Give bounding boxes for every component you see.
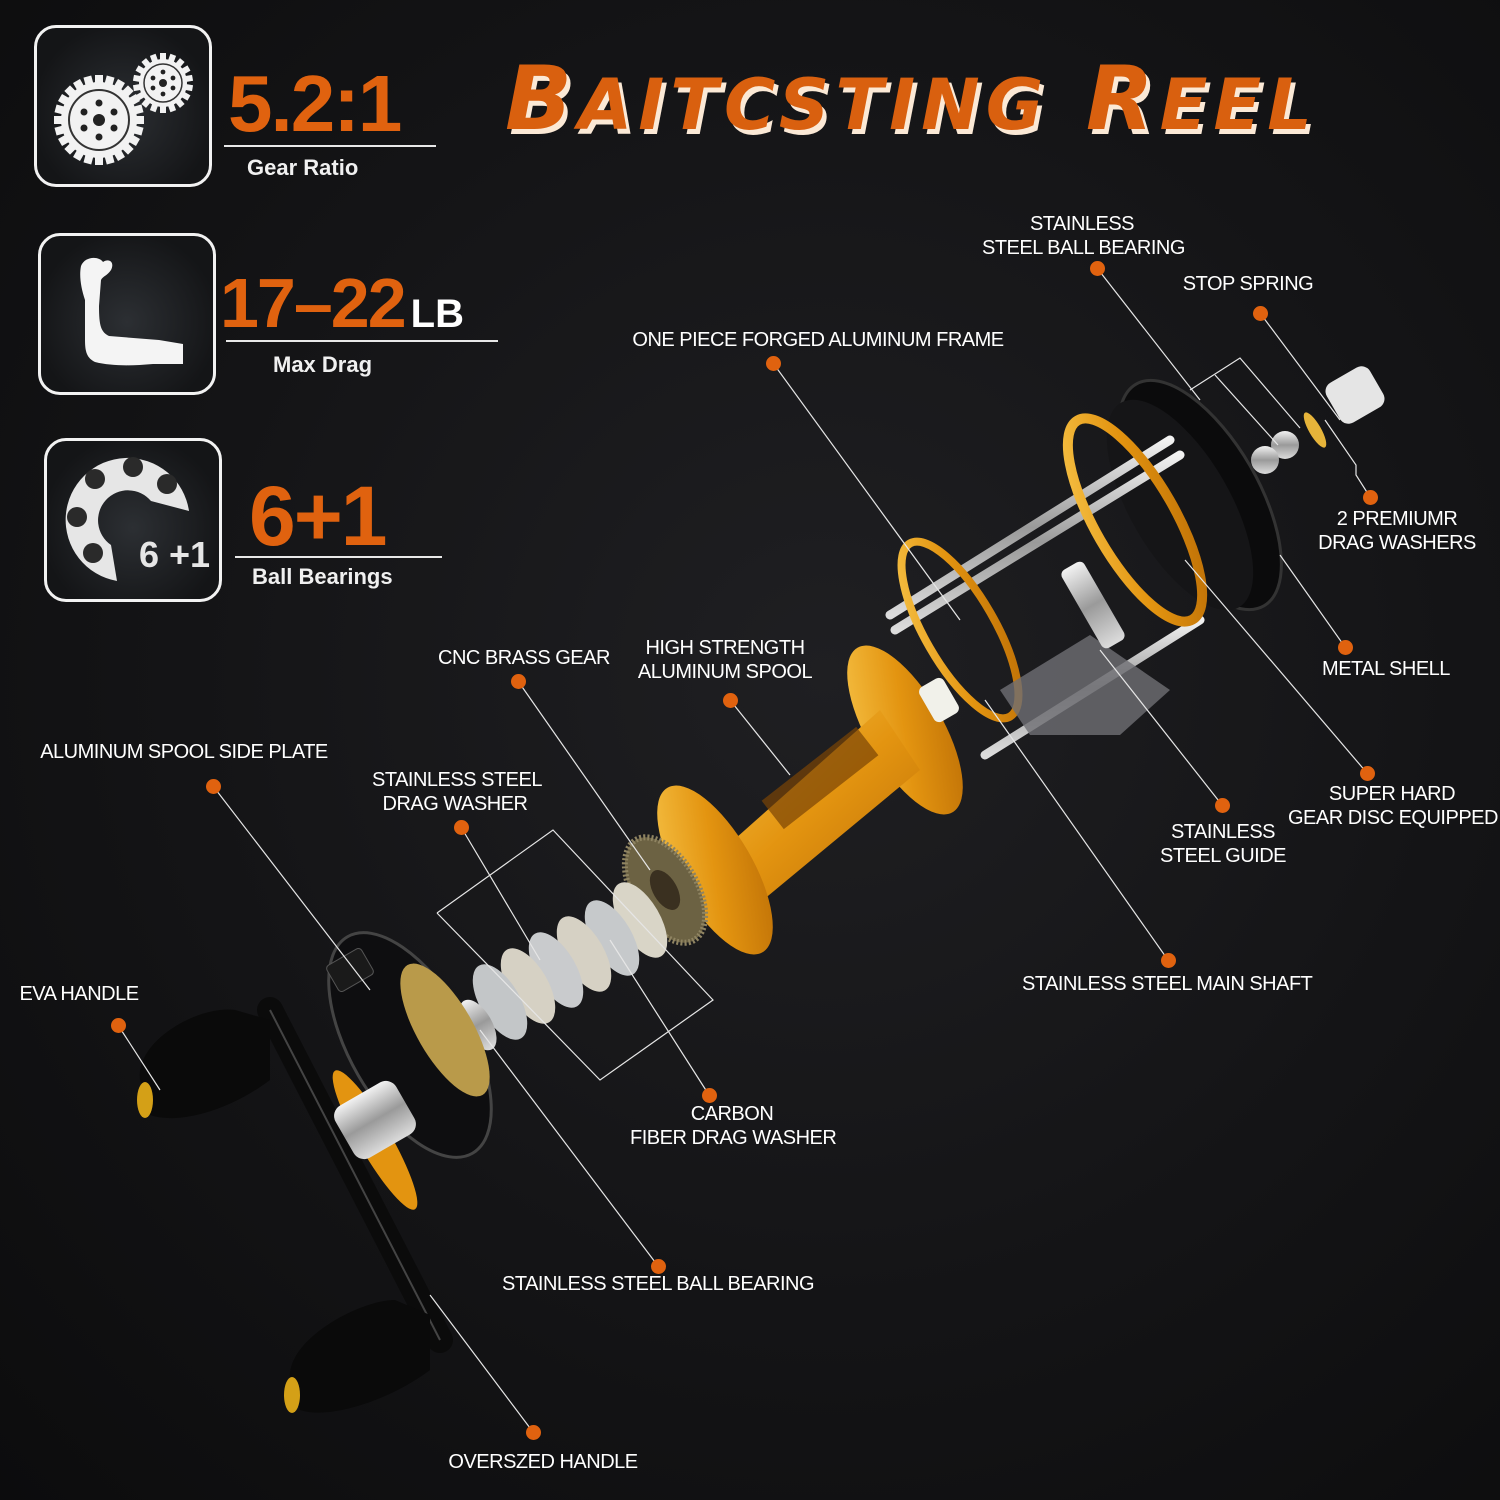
frame-ring-left: [897, 537, 1023, 723]
aluminum-spool-part: [657, 645, 963, 955]
callout-dot: [454, 820, 469, 835]
divider: [224, 145, 436, 147]
callout-dot: [1363, 490, 1378, 505]
steel-guide-part: [1000, 635, 1170, 735]
callout-dot: [206, 779, 221, 794]
callout-dot: [651, 1259, 666, 1274]
callout-stainless-steel-main-shaft: STAINLESS STEEL MAIN SHAFT: [1022, 973, 1313, 995]
callout-eva-handle: EVA HANDLE: [19, 983, 139, 1005]
page-title: BAITCSTING REEL: [505, 55, 1318, 143]
callout-dot: [1338, 640, 1353, 655]
callout-oversized-handle: OVERSZED HANDLE: [448, 1451, 638, 1473]
callout-dot: [1360, 766, 1375, 781]
divider: [226, 340, 498, 342]
title-initial-r: R: [1085, 47, 1160, 150]
callout-dot: [1253, 306, 1268, 321]
title-word-reel: EEL: [1159, 64, 1318, 146]
callout-dot: [511, 674, 526, 689]
callout-dot: [723, 693, 738, 708]
max-drag-unit: LB: [410, 292, 464, 336]
callout-aluminum-spool-side-plate: ALUMINUM SPOOL SIDE PLATE: [40, 741, 328, 763]
gear-ratio-card: [34, 25, 212, 187]
ball-bearing-icon-text: 6 +1: [139, 534, 210, 575]
handle-part: [137, 997, 453, 1413]
callout-one-piece-forged-aluminum-frame: ONE PIECE FORGED ALUMINUM FRAME: [632, 329, 1004, 351]
max-drag-number: 17–22: [220, 264, 407, 342]
gear-ratio-value: 5.2:1: [228, 59, 402, 148]
drag-nut-part: [1251, 366, 1385, 474]
ball-bearings-card: 6 +1: [44, 438, 222, 602]
callout-dot: [1090, 261, 1105, 276]
flexed-arm-icon: [80, 257, 183, 366]
max-drag-label: Max Drag: [273, 352, 373, 377]
callout-stainless-steel-ball-bearing-bottom: STAINLESS STEEL BALL BEARING: [502, 1273, 815, 1295]
callout-dot: [702, 1088, 717, 1103]
ball-bearing-icon: 6 +1: [65, 457, 210, 581]
callout-dot: [111, 1018, 126, 1033]
callout-cnc-brass-gear: CNC BRASS GEAR: [438, 647, 610, 669]
frame-ring-right: [1062, 413, 1208, 627]
max-drag-card: [38, 233, 216, 395]
divider: [235, 556, 442, 558]
callout-dot: [526, 1425, 541, 1440]
leader-lines: [117, 267, 1371, 1433]
callout-stop-spring: STOP SPRING: [1182, 273, 1314, 295]
callout-dot: [766, 356, 781, 371]
callout-dot: [1161, 953, 1176, 968]
drag-washers-part: [459, 882, 668, 1051]
title-word-baitcasting: AITCSTING: [578, 64, 1050, 146]
gear-ratio-label: Gear Ratio: [247, 155, 359, 180]
ball-bearings-value: 6+1: [249, 469, 387, 563]
callout-dot: [1215, 798, 1230, 813]
ball-bearings-label: Ball Bearings: [252, 564, 393, 589]
gears-icon: [54, 53, 194, 165]
title-initial-b: B: [505, 47, 579, 150]
callout-metal-shell: METAL SHELL: [1322, 658, 1450, 680]
